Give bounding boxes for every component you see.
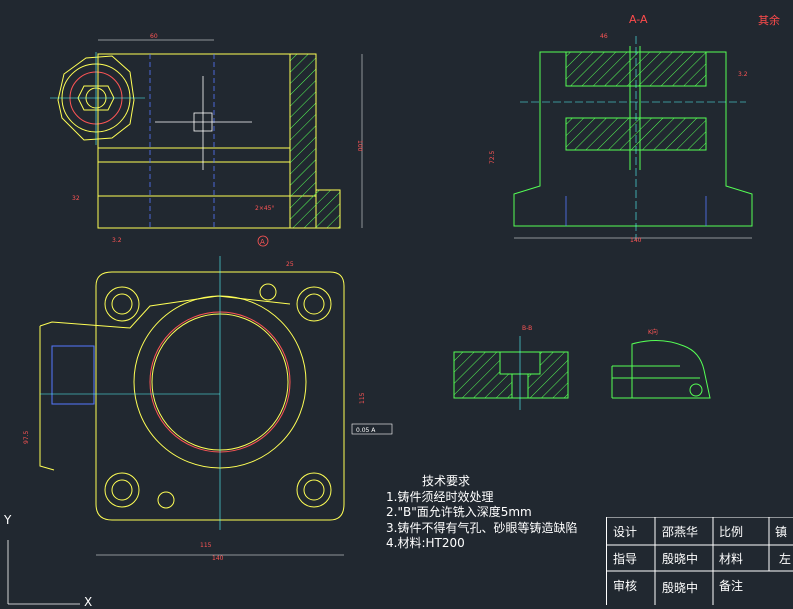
plan-view: 140 115 25 97.5 115 0.05 A <box>23 256 393 562</box>
dim-section-width: 140 <box>630 237 642 244</box>
section-aa-view: 140 72.5 46 3.2 <box>489 33 753 244</box>
svg-text:Y: Y <box>3 513 12 527</box>
svg-text:X: X <box>84 595 92 609</box>
datum-a-label: A <box>260 238 265 246</box>
ucs-icon: Y X <box>3 513 92 609</box>
view-k: K向 <box>611 328 711 399</box>
dim-chamfer: 2×45° <box>255 205 274 212</box>
material-label: 材料 <box>719 552 744 566</box>
dim-top-width: 60 <box>150 33 158 40</box>
dim-section-height: 72.5 <box>489 150 496 164</box>
guide-label: 指导 <box>613 552 638 566</box>
roughness-section: 3.2 <box>738 71 748 78</box>
technical-requirements-title: 技术要求 <box>422 474 471 488</box>
dim-section-top: 46 <box>600 33 608 40</box>
dim-bolt-spacing-h: 115 <box>200 542 212 549</box>
section-b-label: B-B <box>522 325 532 332</box>
technical-requirements: 技术要求 1.铸件须经时效处理 2."B"面允许铣入深度5mm 3.铸件不得有气… <box>386 474 577 552</box>
scale-label: 比例 <box>719 525 744 539</box>
datum-a-marker <box>257 235 269 247</box>
dim-plan-offset: 25 <box>286 261 294 268</box>
design-label: 设计 <box>613 525 638 539</box>
requirement-item: 4.材料:HT200 <box>386 536 465 550</box>
scale-value: 镇 <box>775 525 788 539</box>
roughness-top: 3.2 <box>112 237 122 244</box>
requirement-item: 1.铸件须经时效处理 <box>386 489 494 504</box>
section-aa-label: A-A <box>629 13 648 26</box>
review-label: 审核 <box>613 579 638 593</box>
section-bb-view: B-B <box>453 325 569 410</box>
front-view: 60 100 32 2×45° 3.2 A <box>50 33 363 247</box>
title-block: 设计 邵燕华 比例 镇 指导 殷晓中 材料 左 审核 殷晓中 备注 <box>606 517 793 605</box>
tolerance-frame: 0.05 A <box>356 427 376 434</box>
dim-bolt-spacing: 115 <box>359 392 366 404</box>
dim-top-left: 32 <box>72 195 80 202</box>
review-name: 殷晓中 <box>662 581 699 595</box>
design-name: 邵燕华 <box>662 525 699 539</box>
guide-name: 殷晓中 <box>662 552 699 566</box>
view-k-label: K向 <box>648 328 658 336</box>
material-value: 左 <box>779 552 792 566</box>
roughness-rest-label: 其余 <box>758 14 780 27</box>
dim-plan-width: 140 <box>212 555 224 562</box>
dim-top-height: 100 <box>356 140 363 152</box>
note-label: 备注 <box>719 579 744 593</box>
dim-plan-left: 97.5 <box>23 430 30 444</box>
requirement-item: 3.铸件不得有气孔、砂眼等铸造缺陷 <box>386 520 578 535</box>
requirement-item: 2."B"面允许铣入深度5mm <box>386 505 532 519</box>
